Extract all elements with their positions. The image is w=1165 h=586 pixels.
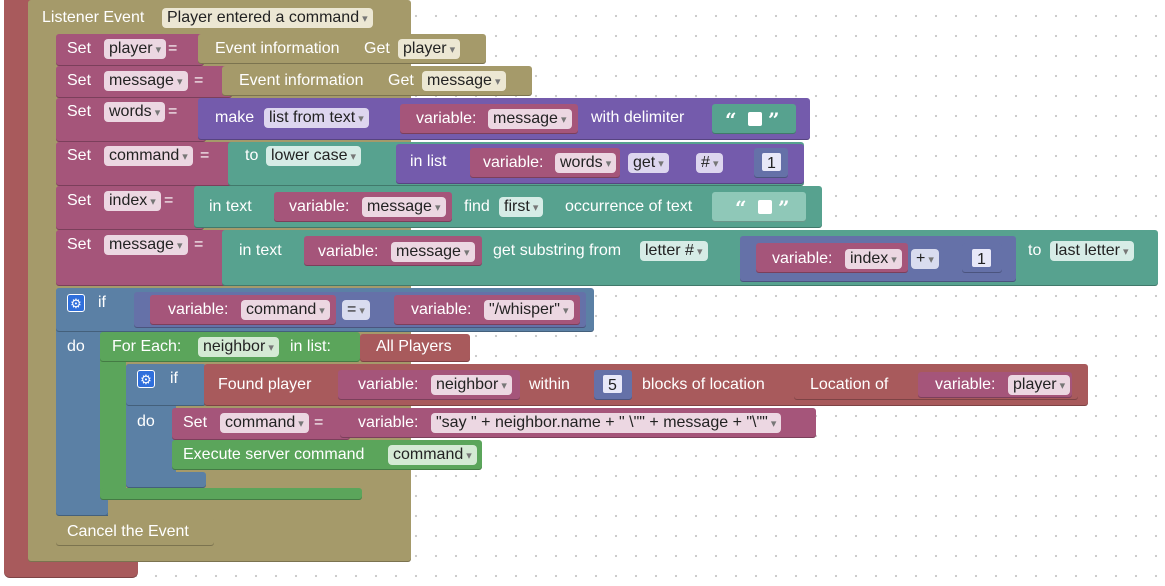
if-found-bottom [126,472,206,488]
if-label: if [170,370,178,387]
in-list-label: in list [410,153,447,170]
set-player-var-dropdown[interactable]: player [104,39,167,59]
set-label: Set [67,103,92,120]
execute-var-dropdown[interactable]: command [388,445,477,465]
set-message-var-dropdown[interactable]: message [104,235,188,255]
equals-label: = [200,147,210,164]
add-number[interactable]: 1 [970,247,993,269]
listener-label: Listener Event [42,9,145,26]
find-label: find [464,198,490,215]
equals-label: = [194,72,204,89]
for-each-var-dropdown[interactable]: neighbor [198,337,279,357]
empty-text-field[interactable] [758,200,772,214]
set-command-var-dropdown[interactable]: command [104,146,193,166]
do-label: do [67,338,85,355]
variable-label: variable: [416,110,477,127]
set-label: Set [67,192,92,209]
variable-player-dropdown[interactable]: player [1008,375,1071,395]
within-label: within [529,376,570,393]
in-text-label: in text [239,242,282,259]
variable-label: variable: [358,414,419,431]
variable-words-dropdown[interactable]: words [555,153,617,173]
get-label: Get [388,72,414,89]
if-label: if [98,294,106,311]
for-each-label: For Each: [112,338,182,355]
from-position-dropdown[interactable]: letter # [640,241,708,261]
found-player-label: Found player [218,376,312,393]
location-of-label: Location of [810,376,889,393]
get-label: Get [364,40,390,57]
set-label: Set [67,236,92,253]
event-info-label: Event information [215,40,340,57]
get-mode-dropdown[interactable]: get [628,153,669,173]
set-command-var-dropdown[interactable]: command [220,413,309,433]
variable-expr-dropdown[interactable]: "say " + neighbor.name + " \"" + message… [431,413,782,433]
in-list-label: in list: [290,338,331,355]
cancel-event-label: Cancel the Event [67,523,189,540]
close-quote-icon: ” [778,196,790,220]
mutator-gear-icon[interactable]: ⚙ [137,370,155,388]
equals-label: = [168,103,178,120]
variable-whisper-dropdown[interactable]: "/whisper" [484,300,574,320]
variable-label: variable: [318,243,379,260]
math-operator-dropdown[interactable]: + [911,249,939,269]
blocks-of-location-label: blocks of location [642,376,765,393]
listener-event-dropdown[interactable]: Player entered a command [162,8,373,28]
occurrence-dropdown[interactable]: first [499,197,544,217]
in-text-label: in text [209,198,252,215]
event-field-player-dropdown[interactable]: player [398,39,461,59]
distance-number[interactable]: 5 [601,373,624,395]
variable-message-dropdown[interactable]: message [488,109,572,129]
list-index-number[interactable]: 1 [760,151,783,173]
variable-label: variable: [289,198,350,215]
set-label: Set [183,414,208,431]
variable-label: variable: [358,376,419,393]
event-info-label: Event information [239,72,364,89]
event-field-message-dropdown[interactable]: message [422,71,506,91]
hash-mode-dropdown[interactable]: # [696,153,724,173]
mutator-gear-icon[interactable]: ⚙ [67,294,85,312]
variable-label: variable: [483,154,544,171]
variable-label: variable: [935,376,996,393]
close-quote-icon: ” [768,108,780,132]
variable-command-dropdown[interactable]: command [241,300,330,320]
make-label: make [215,109,255,126]
equals-label: = [164,192,174,209]
variable-label: variable: [168,301,229,318]
substring-label: get substring from [493,242,622,259]
all-players-label: All Players [376,338,452,355]
end-position-dropdown[interactable]: last letter [1050,241,1134,261]
open-quote-icon: “ [725,108,737,132]
variable-label: variable: [772,250,833,267]
set-label: Set [67,40,92,57]
open-quote-icon: “ [735,196,747,220]
set-words-var-dropdown[interactable]: words [104,102,166,122]
execute-label: Execute server command [183,446,365,463]
equals-label: = [168,40,178,57]
to-label: to [1028,242,1042,259]
set-label: Set [67,72,92,89]
occurrence-label: occurrence of text [565,198,693,215]
all-players-block[interactable] [360,334,470,362]
if-bottom-bar [56,500,108,516]
variable-message-dropdown[interactable]: message [362,197,446,217]
list-mode-dropdown[interactable]: list from text [264,108,369,128]
delimiter-label: with delimiter [591,109,685,126]
set-message-var-dropdown[interactable]: message [104,71,188,91]
case-dropdown[interactable]: lower case [266,146,362,166]
cancel-event-block[interactable] [56,518,214,546]
equals-label: = [194,236,204,253]
compare-operator-dropdown[interactable]: = [342,300,370,320]
empty-text-field[interactable] [748,112,762,126]
variable-message-dropdown[interactable]: message [391,242,475,262]
set-label: Set [67,147,92,164]
variable-index-dropdown[interactable]: index [845,249,902,269]
equals-label: = [314,414,324,431]
do-label: do [137,413,155,430]
to-label: to [245,147,259,164]
variable-label: variable: [411,301,472,318]
set-index-var-dropdown[interactable]: index [104,191,161,211]
for-each-bottom [100,488,362,500]
variable-neighbor-dropdown[interactable]: neighbor [431,375,512,395]
